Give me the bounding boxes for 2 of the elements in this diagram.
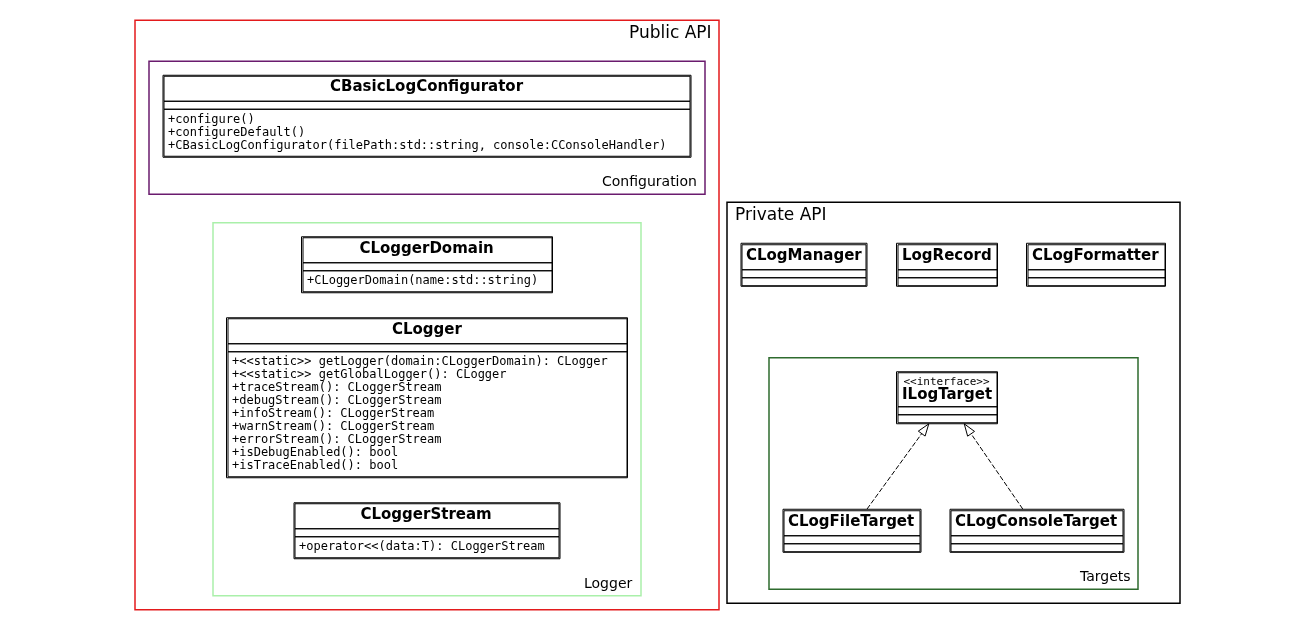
arrow (866, 423, 930, 510)
arrow (963, 423, 1024, 510)
